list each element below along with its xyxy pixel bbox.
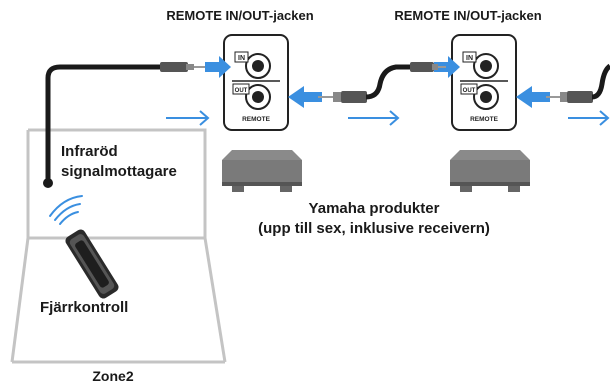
jack-label-1: REMOTE IN/OUT-jacken	[166, 8, 314, 23]
jack-remote-label: REMOTE	[242, 116, 270, 123]
flow-arrow-1	[166, 110, 210, 126]
jack-panel-2: IN OUT REMOTE	[451, 34, 517, 131]
yamaha-device-2	[450, 150, 530, 192]
products-label: Yamaha produkter (upp till sex, inklusiv…	[258, 199, 490, 239]
flow-arrow-2	[348, 110, 400, 126]
jack-out-label: OUT	[463, 88, 476, 94]
arrow-out-1	[288, 86, 322, 108]
zone2-room	[10, 128, 227, 364]
ir-receiver-label-line2: signalmottagare	[61, 163, 177, 180]
arrow-out-2	[516, 86, 550, 108]
products-label-line2: (upp till sex, inklusive receivern)	[258, 220, 490, 237]
ir-receiver-label: Infraröd signalmottagare	[61, 142, 177, 182]
link-cable-1	[318, 62, 446, 103]
flow-arrow-3	[568, 110, 610, 126]
jack-remote-label: REMOTE	[470, 116, 498, 123]
signal-arrows	[205, 56, 550, 108]
yamaha-device-1	[222, 150, 302, 192]
jack-out-label: OUT	[235, 88, 248, 94]
jack-label-2: REMOTE IN/OUT-jacken	[394, 8, 542, 23]
zone-label: Zone2	[92, 368, 134, 384]
flow-arrows	[166, 110, 610, 126]
jack-in-label: IN	[466, 55, 473, 62]
ir-receiver-cable	[43, 62, 208, 188]
ir-receiver-label-line1: Infraröd	[61, 143, 118, 160]
remote-control-label: Fjärrkontroll	[40, 299, 129, 316]
jack-panel-1: IN OUT REMOTE	[223, 34, 289, 131]
products-label-line1: Yamaha produkter	[308, 200, 440, 217]
ir-signal-icon	[49, 195, 83, 225]
remote-control-icon	[65, 229, 119, 299]
arrow-in-2	[434, 56, 460, 78]
arrow-in-1	[205, 56, 231, 78]
link-cable-2	[546, 63, 610, 103]
jack-in-label: IN	[238, 55, 245, 62]
